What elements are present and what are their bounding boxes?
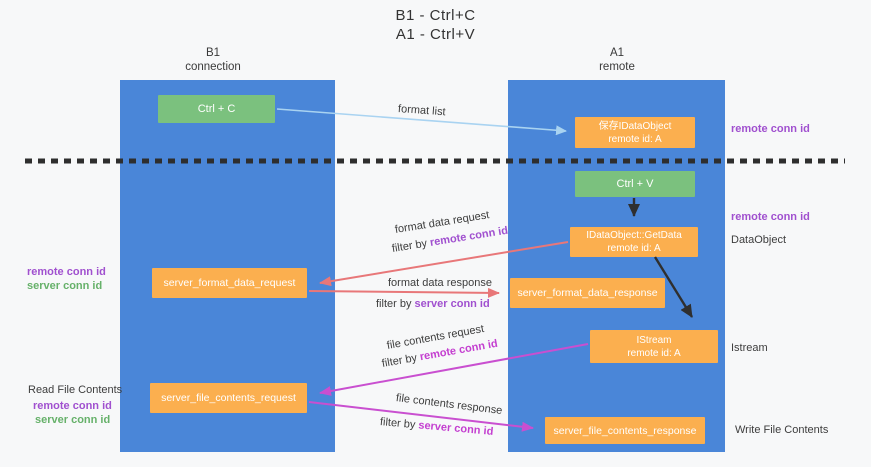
filter-by-text: filter by — [380, 351, 421, 370]
server-format-data-request-box: server_format_data_request — [152, 268, 307, 298]
filter-by-text: filter by — [376, 298, 415, 310]
file-contents-response-label: file contents response — [395, 392, 503, 417]
filter-by-server-conn-id-label-format: filter by server conn id — [376, 298, 490, 310]
save-idataobject-box: 保存IDataObject remote id: A — [575, 117, 695, 148]
lane-a1-role: remote — [599, 61, 635, 73]
istream-line2: remote id: A — [627, 347, 681, 359]
ctrl-c-box: Ctrl + C — [158, 95, 275, 123]
format-data-response-arrow — [308, 287, 500, 298]
server-conn-id-label-left-mid: server conn id — [27, 280, 103, 292]
lane-a1-name: A1 — [609, 47, 625, 59]
istream-label: Istream — [731, 342, 768, 354]
idataobject-getdata-box: IDataObject::GetData remote id: A — [570, 227, 698, 257]
lane-header-a1: A1 remote — [557, 46, 677, 74]
diagram-title-line2: A1 - Ctrl+V — [395, 26, 476, 43]
server-file-contents-response-box: server_file_contents_response — [545, 417, 705, 444]
lane-header-b1: B1 connection — [153, 46, 273, 74]
filter-by-server-conn-id-label-file: filter by server conn id — [379, 416, 493, 438]
format-data-response-label: format data response — [388, 277, 492, 289]
lane-b1-role: connection — [185, 61, 241, 73]
istream-line1: IStream — [636, 334, 672, 346]
istream-box: IStream remote id: A — [590, 330, 718, 363]
write-file-contents-label: Write File Contents — [735, 424, 829, 436]
remote-conn-id-label-mid-right: remote conn id — [731, 211, 810, 223]
server-file-contents-request-box: server_file_contents_request — [150, 383, 307, 413]
save-idataobject-line1: 保存IDataObject — [598, 120, 672, 132]
save-idataobject-line2: remote id: A — [608, 133, 662, 145]
remote-conn-id-label-top-right: remote conn id — [731, 123, 810, 135]
server-conn-id-text: server conn id — [414, 298, 490, 310]
diagram-title-line1: B1 - Ctrl+C — [395, 7, 476, 24]
remote-conn-id-label-left-mid: remote conn id — [27, 266, 106, 278]
read-file-contents-label: Read File Contents — [28, 384, 123, 396]
getdata-line2: remote id: A — [607, 243, 661, 254]
server-conn-id-label-left-bottom: server conn id — [35, 414, 111, 426]
format-list-label: format list — [397, 103, 446, 119]
getdata-line1: IDataObject::GetData — [586, 230, 682, 241]
lane-b1-name: B1 — [205, 47, 221, 59]
dataobject-label: DataObject — [731, 234, 787, 246]
server-conn-id-text: server conn id — [417, 419, 494, 438]
remote-conn-id-label-left-bottom: remote conn id — [33, 400, 112, 412]
filter-by-text: filter by — [379, 416, 419, 432]
filter-by-text: filter by — [391, 237, 431, 255]
ctrl-v-box: Ctrl + V — [575, 171, 695, 197]
server-format-data-response-box: server_format_data_response — [510, 278, 665, 308]
